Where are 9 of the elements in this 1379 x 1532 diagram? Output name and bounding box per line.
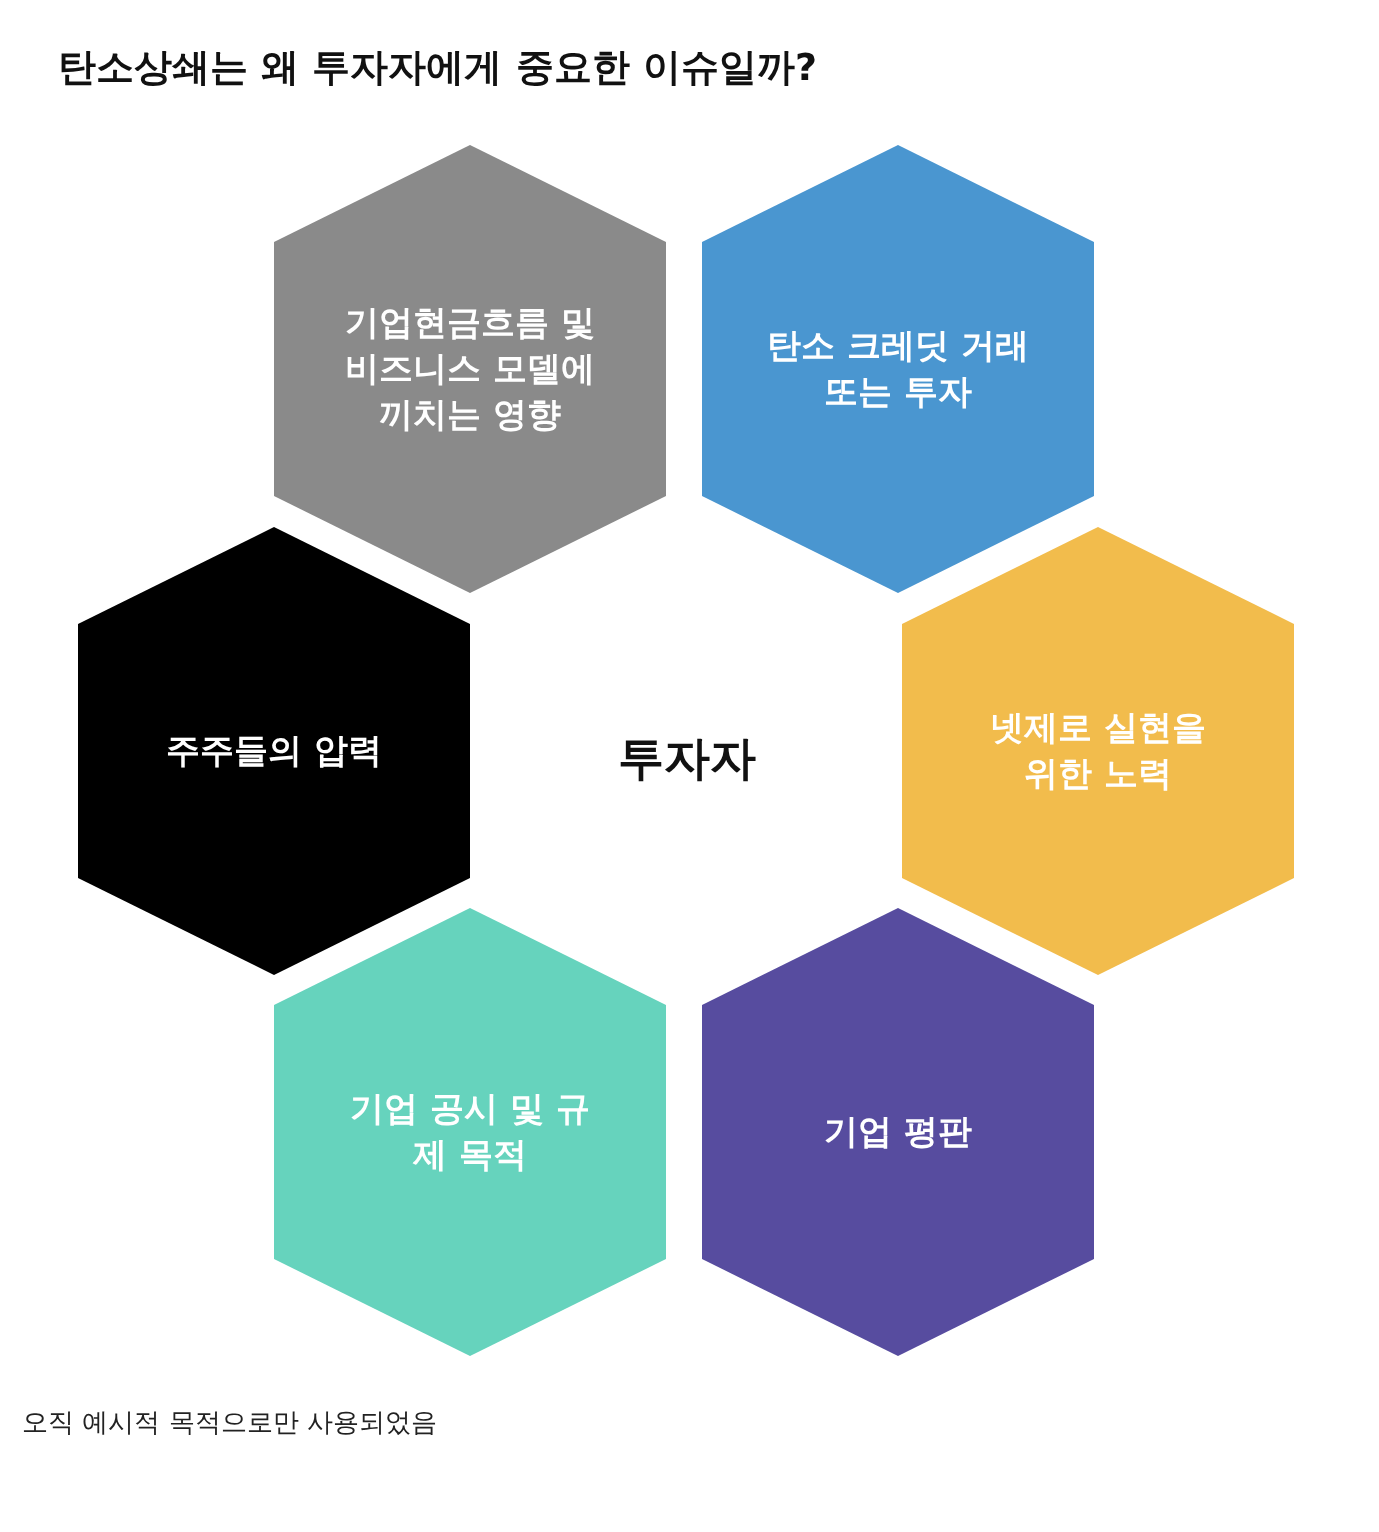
hexagon-label: 주주들의 압력: [166, 729, 382, 773]
hexagon-label: 기업 평판: [824, 1110, 972, 1154]
hexagon-label: 기업 공시 및 규제 목적: [350, 1087, 590, 1176]
center-label: 투자자: [618, 730, 756, 787]
title: 탄소상쇄는 왜 투자자에게 중요한 이슈일까?: [58, 44, 817, 91]
caption: 오직 예시적 목적으로만 사용되었음: [22, 1406, 437, 1439]
hexagon-label: 넷제로 실현을 위한 노력: [989, 706, 1207, 795]
hexagon-label: 탄소 크레딧 거래 또는 투자: [766, 324, 1030, 413]
hexagon-label: 기업현금흐름 및 비즈니스 모델에 끼치는 영향: [344, 301, 596, 436]
